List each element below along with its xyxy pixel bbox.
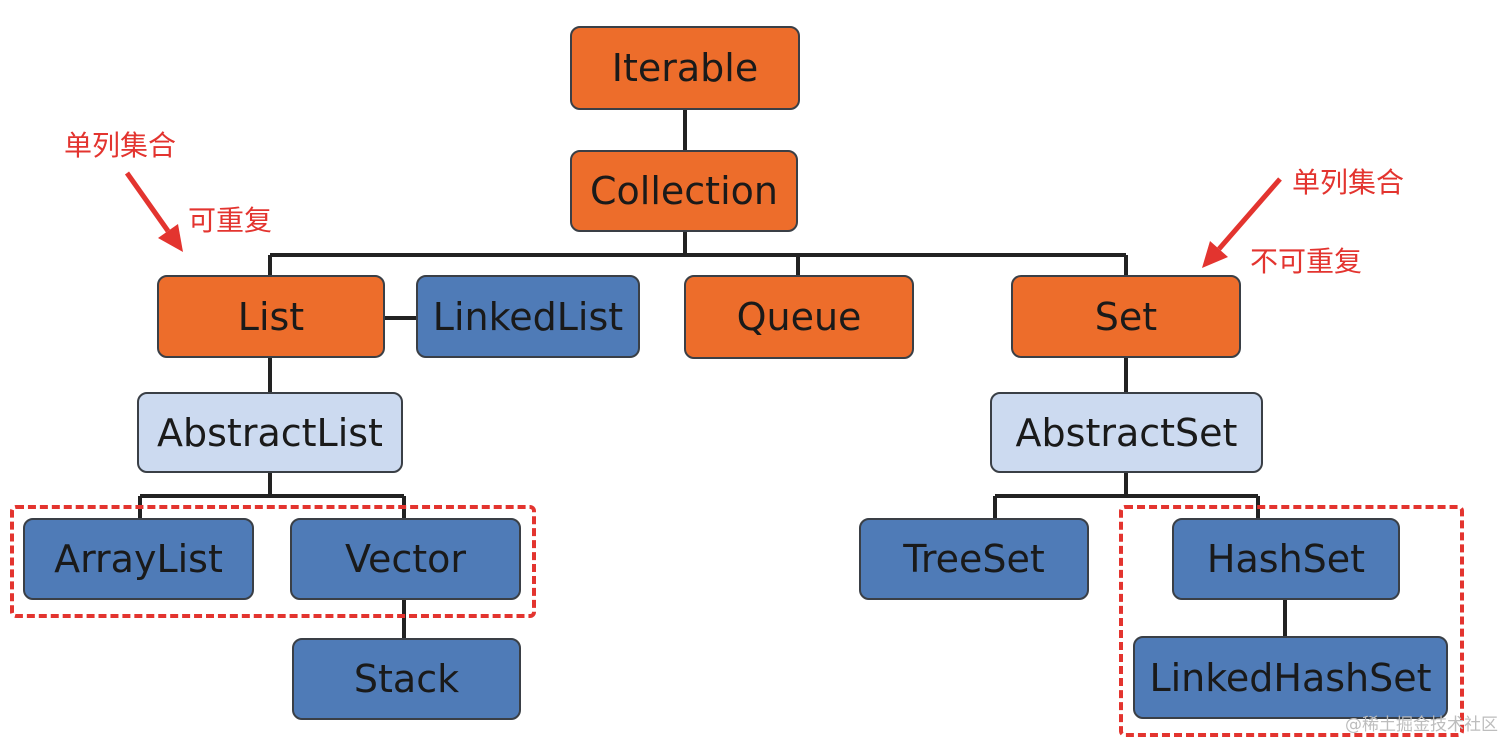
- left-annotation-line2: 可重复: [188, 204, 273, 237]
- node-iterable: Iterable: [570, 26, 800, 110]
- right-arrow-shaft: [1217, 177, 1282, 251]
- node-set: Set: [1011, 275, 1241, 358]
- right-annotation-line1: 单列集合: [1292, 166, 1405, 199]
- node-stack: Stack: [292, 638, 521, 720]
- node-treeset: TreeSet: [859, 518, 1089, 600]
- node-abstractlist: AbstractList: [137, 392, 403, 473]
- node-vector: Vector: [290, 518, 521, 600]
- node-list: List: [157, 275, 385, 358]
- node-collection: Collection: [570, 150, 798, 232]
- node-abstractset: AbstractSet: [990, 392, 1263, 473]
- node-linkedlist: LinkedList: [416, 275, 640, 358]
- left-annotation-line1: 单列集合: [64, 129, 177, 162]
- list-impl-dashed-group: [10, 505, 536, 618]
- node-arraylist: ArrayList: [23, 518, 254, 600]
- right-arrow-head: [1202, 241, 1228, 268]
- node-queue: Queue: [684, 275, 914, 359]
- left-arrow-shaft: [124, 171, 171, 233]
- hashset-dashed-group: [1119, 505, 1464, 737]
- annotation-arrows: [124, 171, 1282, 268]
- right-annotation-line2: 不可重复: [1250, 245, 1363, 278]
- node-hashset: HashSet: [1172, 518, 1400, 600]
- node-linkedhashset: LinkedHashSet: [1133, 636, 1448, 719]
- left-arrow-head: [158, 224, 183, 252]
- watermark: @稀土掘金技术社区: [1345, 715, 1498, 735]
